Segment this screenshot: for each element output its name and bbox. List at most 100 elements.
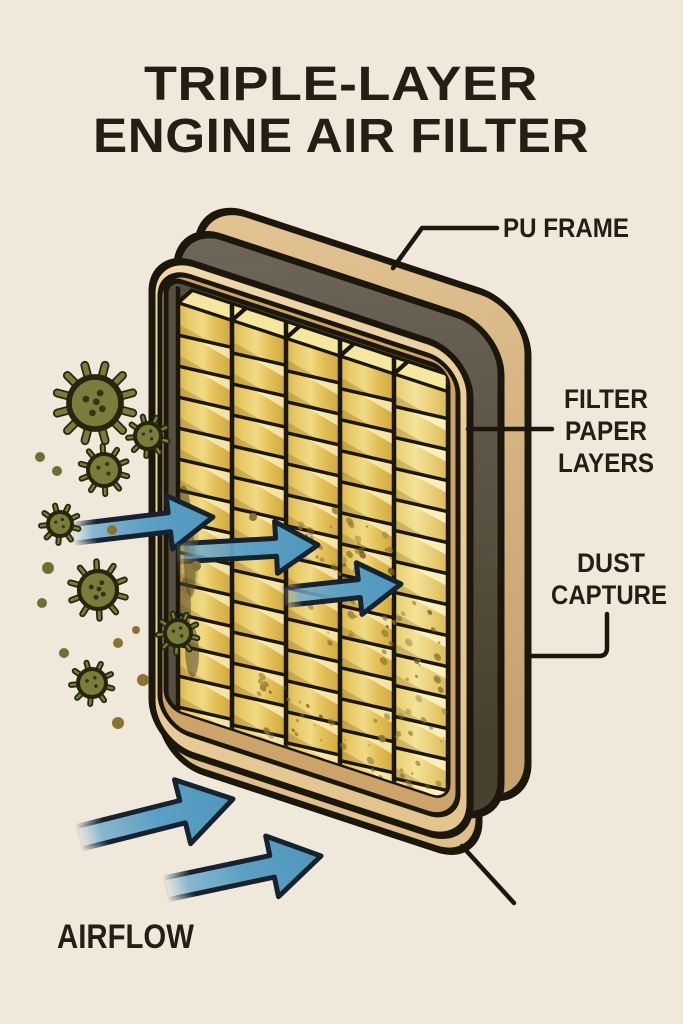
dust-speck <box>387 546 394 553</box>
pleat-shadow-wedge <box>340 749 374 769</box>
pleat-shadow-wedge <box>232 589 266 609</box>
pleat-shadow-wedge <box>232 620 266 640</box>
dust-speck <box>341 564 344 568</box>
pleat-shadow-wedge <box>232 558 266 578</box>
pleat-highlight-wedge <box>404 718 448 742</box>
pleat-fold-line <box>339 510 395 527</box>
dust-speck <box>391 619 397 625</box>
particle-body <box>163 618 193 648</box>
pleat-highlight-wedge <box>250 357 286 379</box>
pleat-highlight-wedge <box>304 561 340 583</box>
dust-speck <box>361 545 366 550</box>
pleat-fold-line <box>231 723 287 740</box>
pleat-highlight-wedge <box>304 623 340 645</box>
dust-speck <box>381 531 389 539</box>
pleat-highlight-wedge <box>196 432 232 454</box>
dust-speck <box>395 730 402 737</box>
dust-speck <box>415 694 423 703</box>
pleat-column-top-face <box>392 359 448 394</box>
dust-speck <box>381 629 389 638</box>
pleat-fold-line <box>177 426 233 443</box>
dust-speck <box>388 555 393 560</box>
pleat-shadow-wedge <box>178 695 212 715</box>
pleat-shadow-wedge <box>178 478 212 498</box>
pleat-highlight-wedge <box>196 370 232 392</box>
pleat-fold-line <box>339 448 395 465</box>
pleat-shadow-wedge <box>178 447 212 467</box>
dust-particle <box>68 659 116 707</box>
airflow-arrow <box>72 777 236 852</box>
dust-speck <box>347 610 355 619</box>
pleat-shadow-wedge <box>340 718 374 738</box>
particle-speck <box>100 591 106 597</box>
pleat-shadow-wedge <box>340 532 374 552</box>
dust-speck <box>399 773 405 779</box>
particle-body <box>86 452 122 488</box>
dust-speck <box>326 631 330 635</box>
dust-speck <box>400 611 406 617</box>
dust-speck <box>399 768 404 773</box>
pleat-shadow-wedge <box>286 638 320 658</box>
dust-speck <box>435 780 442 787</box>
dust-speck <box>420 717 427 724</box>
pleat-fold-line <box>393 404 448 421</box>
dust-particle <box>77 443 131 497</box>
airflow-arrow <box>68 493 216 552</box>
dust-speck <box>394 735 399 739</box>
pleat-fold-line <box>285 368 341 385</box>
pleat-highlight-wedge <box>250 419 286 441</box>
pleat-fold-line <box>339 541 395 558</box>
pu-frame-leader-line <box>390 225 500 271</box>
particle-speck <box>179 634 184 638</box>
pleat-fold-line <box>393 466 448 483</box>
dust-speck <box>291 728 296 733</box>
pleat-highlight-wedge <box>404 563 448 587</box>
pleat-highlight-wedge <box>404 625 448 649</box>
dust-capture-leader-line <box>526 611 610 659</box>
particle-speck <box>94 684 98 688</box>
particle-speck <box>88 584 94 590</box>
filter-paper-label-line-3: LAYERS <box>558 448 654 478</box>
pleat-shadow-wedge <box>340 625 374 645</box>
pleat-fold-line <box>393 559 448 576</box>
dust-speck <box>387 567 396 576</box>
dust-speck <box>381 649 387 655</box>
dust-speck <box>327 718 336 726</box>
particle-speck <box>85 679 89 683</box>
pleat-fold-line <box>393 776 448 793</box>
particle-speck <box>99 580 105 586</box>
particle-speck <box>96 586 102 592</box>
pleat-highlight-wedge <box>404 501 448 525</box>
pleat-fold-line <box>393 497 448 514</box>
pleat-highlight-wedge <box>404 594 448 618</box>
dust-speck <box>437 686 444 693</box>
pleat-fold-line <box>177 674 233 691</box>
pleat-highlight-wedge <box>358 609 394 631</box>
dust-speck <box>313 724 316 727</box>
dust-speck <box>256 691 262 697</box>
particle-speck <box>96 465 101 470</box>
pleat-fold-line <box>285 616 341 633</box>
pleat-shadow-wedge <box>178 664 212 684</box>
dust-speck <box>414 674 419 678</box>
pleat-shadow-wedge <box>340 656 374 676</box>
pleat-shadow-wedge <box>286 607 320 627</box>
dust-speck <box>297 525 303 531</box>
dust-speck <box>418 663 421 667</box>
filter-paper-label-line-2: PAPER <box>565 416 647 446</box>
particle-body <box>133 421 163 451</box>
dust-speck <box>441 708 448 715</box>
dust-speck <box>331 507 339 515</box>
dust-speck <box>258 672 266 681</box>
particle-speck <box>178 626 183 630</box>
dust-dot <box>52 466 62 476</box>
dust-speck <box>437 641 441 645</box>
pleat-highlight-wedge <box>404 532 448 556</box>
dust-speck <box>425 784 430 790</box>
pleat-fold-line <box>393 435 448 452</box>
dust-dot <box>249 513 257 521</box>
pleat-shadow-wedge <box>178 602 212 622</box>
pleat-shadow-wedge <box>178 571 212 591</box>
pleat-fold-line <box>231 661 287 678</box>
dust-speck <box>413 658 420 664</box>
